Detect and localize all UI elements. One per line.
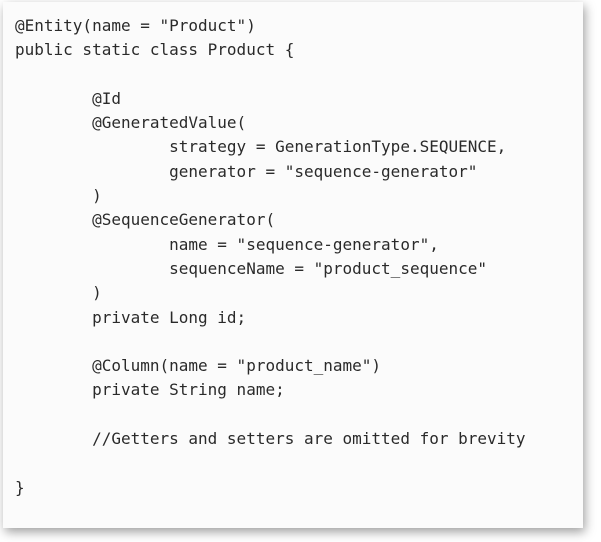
code-line: } <box>15 477 25 497</box>
code-line: name = "sequence-generator", <box>15 234 439 254</box>
code-line: ) <box>15 186 102 206</box>
code-line: @Entity(name = "Product") <box>15 16 256 35</box>
code-line: public static class Product { <box>15 40 295 60</box>
code-line: strategy = GenerationType.SEQUENCE, <box>15 137 507 157</box>
code-line: private String name; <box>15 380 285 400</box>
code-line: @SequenceGenerator( <box>15 210 276 230</box>
code-line: @Column(name = "product_name") <box>15 356 382 376</box>
code-line: sequenceName = "product_sequence" <box>15 258 488 278</box>
code-line <box>15 403 583 427</box>
code-line <box>15 63 583 87</box>
code-line: private Long id; <box>15 307 247 327</box>
code-line: @GeneratedValue( <box>15 113 247 133</box>
code-card: @Entity(name = "Product") public static c… <box>3 2 583 528</box>
code-line: ) <box>15 283 102 303</box>
code-line: @Id <box>15 88 121 108</box>
code-line: //Getters and setters are omitted for br… <box>15 429 526 449</box>
code-line: generator = "sequence-generator" <box>15 161 478 181</box>
code-line <box>15 330 583 354</box>
code-line <box>15 451 583 475</box>
code-block: @Entity(name = "Product") public static c… <box>15 14 583 500</box>
